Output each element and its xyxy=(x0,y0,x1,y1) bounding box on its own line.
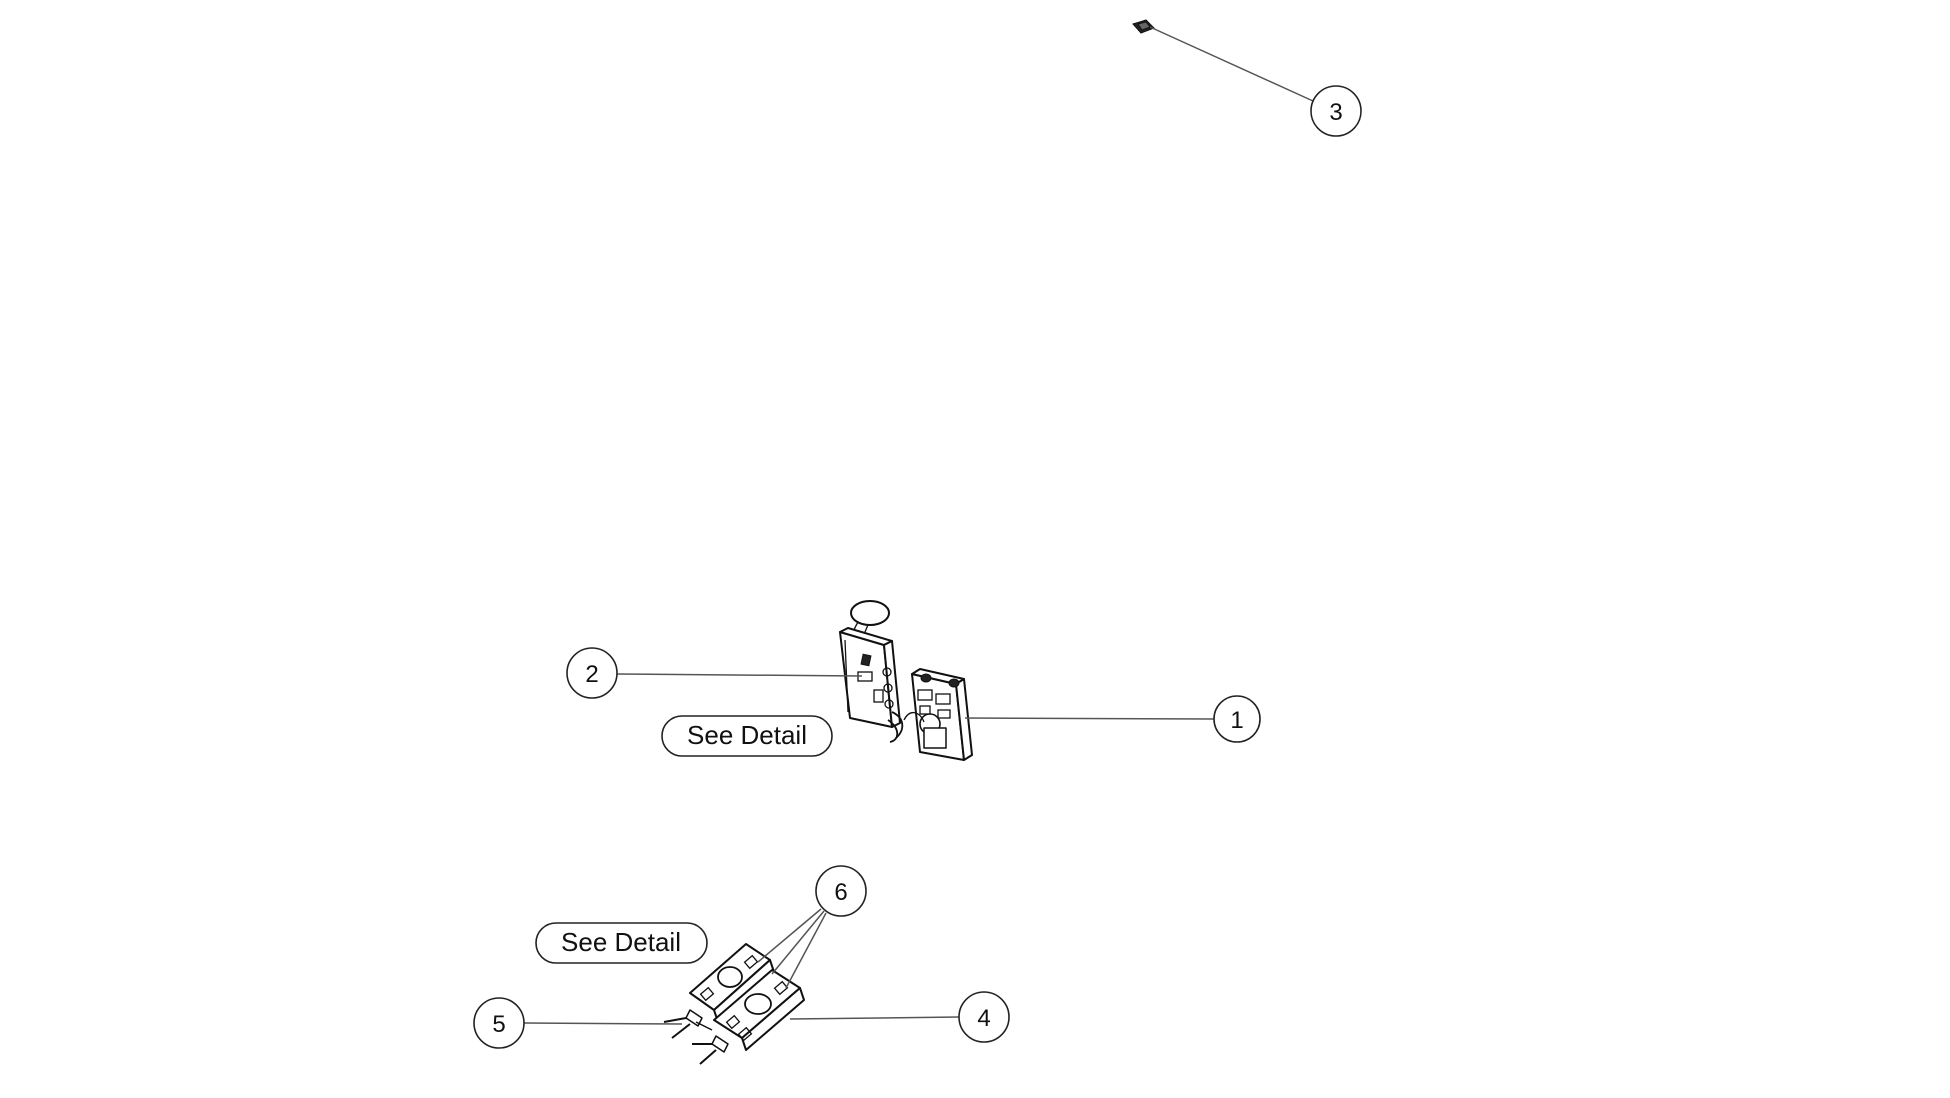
leader-line-1 xyxy=(964,717,1215,720)
see-detail-button-upper[interactable]: See Detail xyxy=(661,715,833,757)
part-1-relay-board[interactable] xyxy=(903,668,973,761)
leader-line-2 xyxy=(615,673,863,677)
callout-3-label: 3 xyxy=(1329,99,1342,126)
callout-2-label: 2 xyxy=(585,661,598,688)
callout-6-label: 6 xyxy=(834,879,847,906)
leader-line-3 xyxy=(1149,26,1314,102)
leader-line-5 xyxy=(523,1022,683,1025)
see-detail-label-lower: See Detail xyxy=(561,927,681,957)
part-3-clip[interactable] xyxy=(1132,19,1155,34)
part-5-fittings[interactable] xyxy=(663,1009,729,1065)
leader-line-4 xyxy=(789,1016,961,1020)
callout-5-label: 5 xyxy=(492,1011,505,1038)
see-detail-button-lower[interactable]: See Detail xyxy=(535,922,708,964)
callout-5[interactable]: 5 xyxy=(473,997,525,1049)
leader-line-6a xyxy=(757,908,822,963)
callout-2[interactable]: 2 xyxy=(566,647,618,699)
callout-6[interactable]: 6 xyxy=(815,865,867,917)
leader-line-6c xyxy=(785,912,827,989)
callout-1[interactable]: 1 xyxy=(1213,695,1261,743)
callout-3[interactable]: 3 xyxy=(1310,85,1362,137)
leader-line-6b xyxy=(771,910,825,975)
part-4-valve-block[interactable] xyxy=(689,943,805,1051)
callout-4[interactable]: 4 xyxy=(958,991,1010,1043)
callout-4-label: 4 xyxy=(977,1005,990,1032)
see-detail-label-upper: See Detail xyxy=(687,720,807,750)
callout-1-label: 1 xyxy=(1230,707,1243,734)
part-2-control-board[interactable] xyxy=(839,600,904,743)
